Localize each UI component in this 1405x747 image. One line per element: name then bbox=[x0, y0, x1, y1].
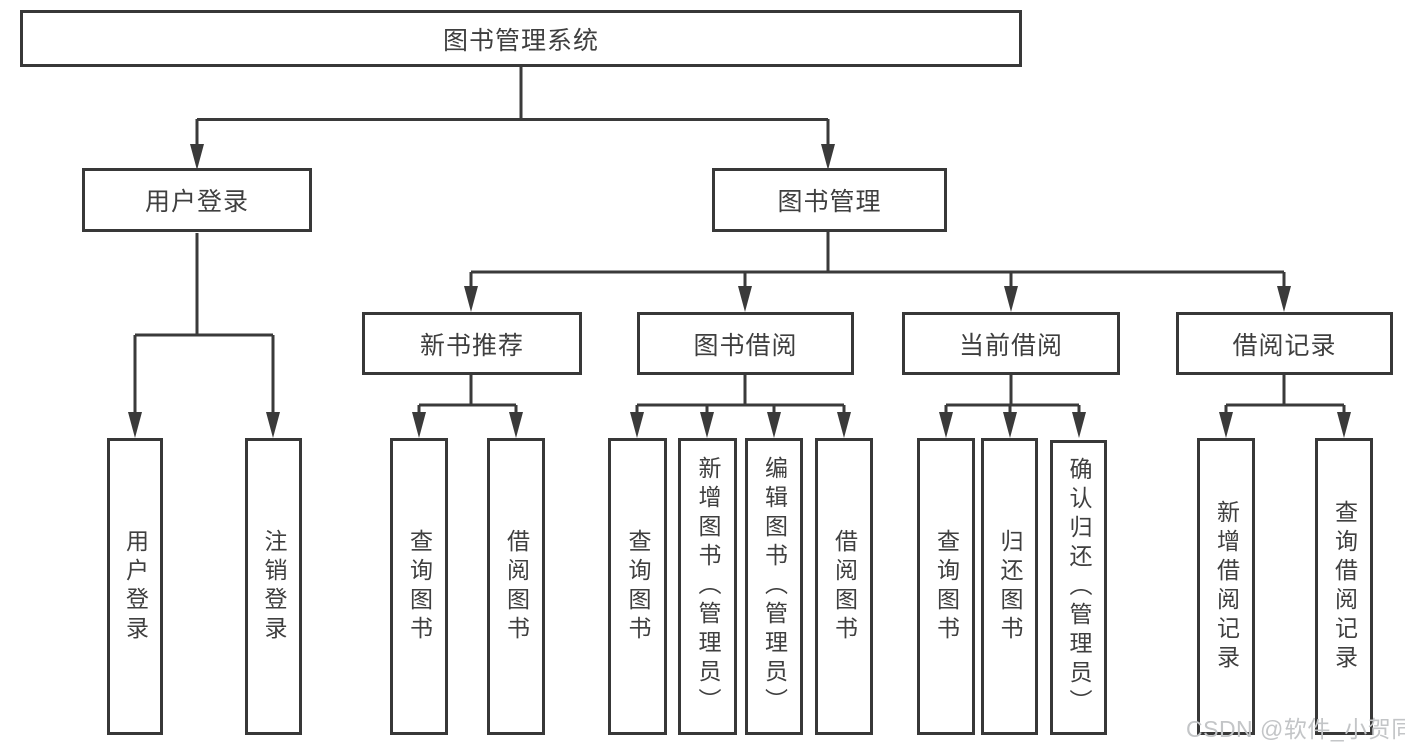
node-label: 新书推荐 bbox=[419, 331, 524, 360]
node-label: 新增借阅记录 bbox=[1213, 499, 1240, 674]
node-label: 借阅图书 bbox=[503, 528, 530, 645]
leaf-query-book-current: 查询图书 bbox=[917, 438, 975, 735]
arrow-down-icon bbox=[509, 412, 523, 438]
arrow-down-icon bbox=[1004, 286, 1018, 312]
leaf-return-book: 归还图书 bbox=[981, 438, 1038, 735]
node-label: 编辑图书（管理员） bbox=[761, 456, 788, 717]
node-borrow-records: 借阅记录 bbox=[1176, 312, 1393, 375]
arrow-down-icon bbox=[1277, 286, 1291, 312]
arrow-down-icon bbox=[1337, 412, 1351, 438]
node-label: 借阅图书 bbox=[831, 528, 858, 645]
node-label: 查询图书 bbox=[933, 528, 960, 645]
node-label: 查询图书 bbox=[406, 528, 433, 645]
node-label: 确认归还（管理员） bbox=[1066, 457, 1092, 718]
node-label: 新增图书（管理员） bbox=[695, 456, 721, 717]
node-label: 图书管理系统 bbox=[442, 26, 599, 55]
node-label: 当前借阅 bbox=[958, 331, 1063, 360]
arrow-down-icon bbox=[190, 144, 204, 170]
arrow-down-icon bbox=[1219, 412, 1233, 438]
node-label: 注销登录 bbox=[261, 528, 287, 645]
leaf-query-book-borrow: 查询图书 bbox=[608, 438, 667, 735]
node-label: 图书借阅 bbox=[693, 331, 798, 360]
node-label: 图书管理 bbox=[777, 188, 882, 216]
leaf-query-book-recommend: 查询图书 bbox=[390, 438, 448, 735]
node-label: 归还图书 bbox=[997, 528, 1023, 645]
node-library-system: 图书管理系统 bbox=[20, 10, 1022, 67]
arrow-down-icon bbox=[464, 286, 478, 312]
node-label: 借阅记录 bbox=[1232, 331, 1337, 360]
arrow-down-icon bbox=[700, 412, 714, 438]
leaf-confirm-return-admin: 确认归还（管理员） bbox=[1050, 440, 1107, 735]
arrow-down-icon bbox=[821, 144, 835, 170]
arrow-down-icon bbox=[128, 412, 142, 438]
leaf-query-borrow-record: 查询借阅记录 bbox=[1315, 438, 1373, 735]
node-book-management: 图书管理 bbox=[712, 168, 947, 232]
arrow-down-icon bbox=[939, 412, 953, 438]
leaf-user-login: 用户登录 bbox=[107, 438, 163, 735]
leaf-logout: 注销登录 bbox=[245, 438, 302, 735]
arrow-down-icon bbox=[1072, 412, 1086, 438]
arrow-down-icon bbox=[630, 412, 644, 438]
arrow-down-icon bbox=[767, 412, 781, 438]
leaf-edit-book-admin: 编辑图书（管理员） bbox=[745, 438, 803, 735]
arrow-down-icon bbox=[412, 412, 426, 438]
node-label: 用户登录 bbox=[122, 528, 149, 645]
node-new-book-recommend: 新书推荐 bbox=[362, 312, 582, 375]
arrow-down-icon bbox=[1003, 412, 1017, 438]
leaf-borrow-book-recommend: 借阅图书 bbox=[487, 438, 545, 735]
leaf-add-book-admin: 新增图书（管理员） bbox=[678, 438, 737, 735]
node-label: 查询借阅记录 bbox=[1331, 499, 1358, 674]
csdn-watermark: CSDN @软件_小贺同学 bbox=[1186, 716, 1405, 742]
node-user-login: 用户登录 bbox=[82, 168, 312, 232]
node-label: 查询图书 bbox=[625, 528, 651, 645]
arrow-down-icon bbox=[738, 286, 752, 312]
node-current-borrow: 当前借阅 bbox=[902, 312, 1120, 375]
node-label: 用户登录 bbox=[144, 188, 249, 216]
arrow-down-icon bbox=[837, 412, 851, 438]
leaf-borrow-book: 借阅图书 bbox=[815, 438, 873, 735]
arrow-down-icon bbox=[266, 412, 280, 438]
node-book-borrow: 图书借阅 bbox=[637, 312, 854, 375]
leaf-add-borrow-record: 新增借阅记录 bbox=[1197, 438, 1255, 735]
